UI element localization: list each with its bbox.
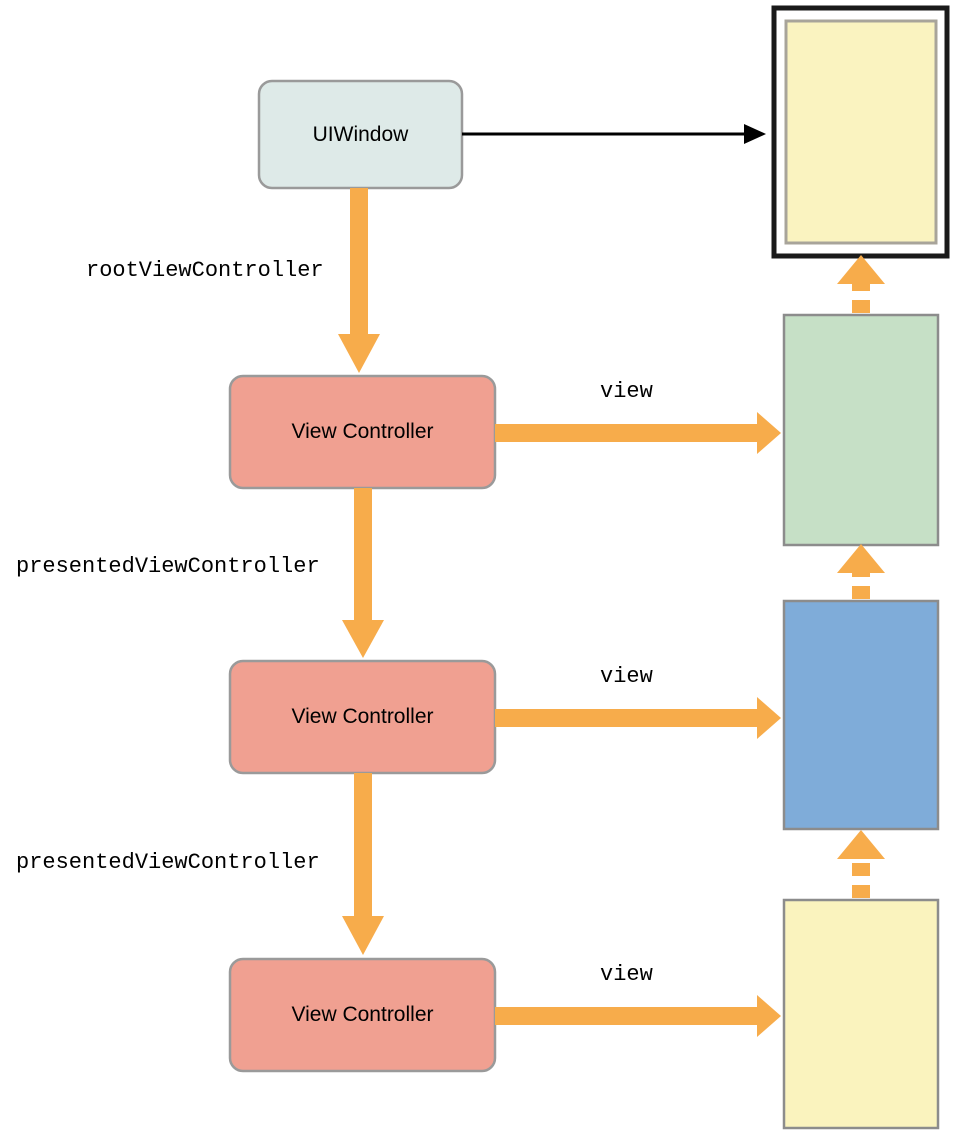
node-device-screen — [771, 5, 950, 259]
edge-vc2-view — [495, 697, 781, 739]
edge-blue-to-green — [837, 544, 885, 599]
edge-vc3-view — [495, 995, 781, 1037]
edge-vc1-view — [495, 412, 781, 454]
node-view-controller-2 — [228, 659, 497, 775]
edge-root-view-controller — [338, 188, 380, 373]
node-view-controller-1 — [228, 374, 497, 490]
node-view-green — [782, 313, 940, 547]
node-view-blue — [782, 599, 940, 831]
edge-presented-view-controller-1 — [342, 488, 384, 658]
node-view-yellow — [782, 898, 940, 1130]
edge-green-to-screen — [837, 255, 885, 313]
edge-presented-view-controller-2 — [342, 773, 384, 955]
edge-window-to-screen — [462, 124, 766, 144]
node-view-controller-3 — [228, 957, 497, 1073]
node-uiwindow — [257, 79, 464, 190]
edge-yellow-to-blue — [837, 830, 885, 898]
